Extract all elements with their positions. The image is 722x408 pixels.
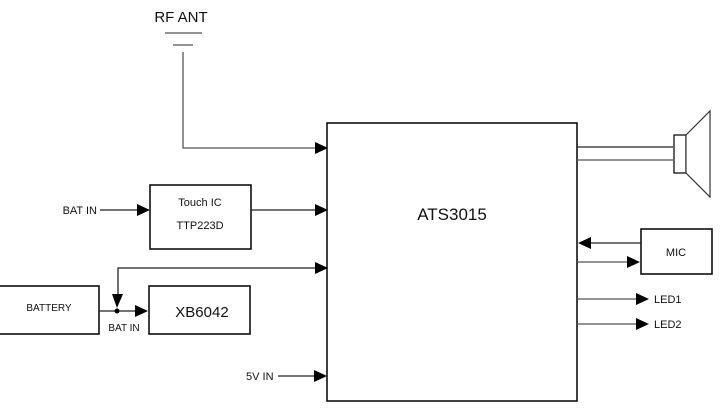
speaker-magnet xyxy=(673,134,687,174)
touch-ic-block: BAT IN Touch IC TTP223D xyxy=(63,184,328,250)
battery-box xyxy=(0,285,100,335)
bat-in-to-chip-wire xyxy=(117,267,318,298)
bat-in-touch-label: BAT IN xyxy=(63,205,97,217)
main-chip-block: ATS3015 xyxy=(326,122,578,402)
touch-ic-label: Touch IC xyxy=(178,197,221,209)
bat-in-charger-label: BAT IN xyxy=(108,323,139,334)
antenna-wire xyxy=(182,52,317,149)
mic-label: MIC xyxy=(666,247,686,259)
mic-block: MIC xyxy=(577,228,713,275)
mic-to-chip-arrow xyxy=(578,237,591,249)
bat-in-junction xyxy=(114,308,120,314)
speaker-cone-icon xyxy=(685,109,711,199)
battery-to-charger-arrow xyxy=(135,305,148,317)
led-outputs: LED1 LED2 xyxy=(577,293,682,331)
main-chip-box xyxy=(326,122,578,402)
five-v-in-arrow xyxy=(314,370,327,382)
touch-ic-part: TTP223D xyxy=(176,220,223,232)
led1-label: LED1 xyxy=(654,294,682,306)
power-section: BATTERY BAT IN XB6042 xyxy=(0,262,328,335)
chip-to-mic-arrow xyxy=(627,256,640,268)
battery-label: BATTERY xyxy=(26,303,72,314)
speaker xyxy=(577,109,711,199)
touch-ic-box xyxy=(149,184,252,250)
rf-antenna-label: RF ANT xyxy=(154,9,207,26)
bat-in-to-chip-arrow xyxy=(315,262,328,274)
five-v-in-label: 5V IN xyxy=(246,371,274,383)
mic-box xyxy=(640,228,713,275)
main-chip-label: ATS3015 xyxy=(417,205,487,224)
charger-label: XB6042 xyxy=(175,304,228,321)
led1-arrow xyxy=(636,293,649,305)
bat-in-touch-arrow xyxy=(137,204,150,216)
antenna-arrow xyxy=(315,142,328,154)
touch-to-chip-arrow xyxy=(315,204,328,216)
rf-antenna: RF ANT xyxy=(154,9,328,154)
five-v-input: 5V IN xyxy=(246,370,327,383)
charger-box xyxy=(148,285,251,335)
led2-label: LED2 xyxy=(654,319,682,331)
bat-in-down-arrow xyxy=(112,294,123,308)
led2-arrow xyxy=(636,318,649,330)
